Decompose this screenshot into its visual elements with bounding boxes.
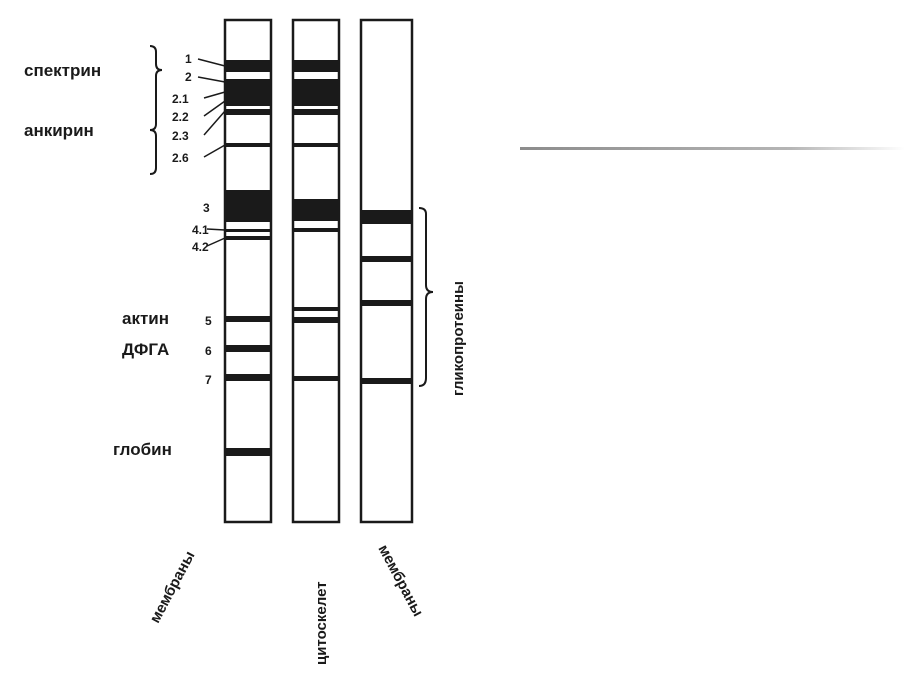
band-number-6: 6 <box>205 344 212 358</box>
band-glyco-1 <box>361 210 412 224</box>
label-actin: актин <box>122 309 169 328</box>
band-2-3 <box>293 109 339 115</box>
band-1 <box>293 60 339 72</box>
band-4-2 <box>225 236 271 240</box>
band-2-6 <box>225 143 271 147</box>
lane-outline <box>223 18 273 524</box>
lane-membranes-1 <box>223 18 273 524</box>
band-number-2-2: 2.2 <box>172 110 189 124</box>
lane-membranes-2 <box>359 18 414 524</box>
band-number-4-1: 4.1 <box>192 223 209 237</box>
label-spectrin: спектрин <box>24 61 101 80</box>
band-number-2-1: 2.1 <box>172 92 189 106</box>
band-4-1 <box>293 228 339 232</box>
band-actin-a <box>293 307 339 311</box>
band-2-3 <box>225 109 271 115</box>
band-2-group <box>293 79 339 106</box>
label-glycoproteins: гликопротеины <box>450 281 467 396</box>
lane-label-cytoskeleton: цитоскелет <box>313 581 330 665</box>
brace-spectrin <box>149 45 163 86</box>
band-3 <box>225 190 271 222</box>
band-1 <box>225 60 271 72</box>
band-2-group <box>225 79 271 106</box>
band-number-7: 7 <box>205 373 212 387</box>
band-number-4-2: 4.2 <box>192 240 209 254</box>
lane-label-membranes-2: мембраны <box>374 542 426 620</box>
band-7 <box>293 376 339 381</box>
band-number-5: 5 <box>205 314 212 328</box>
band-number-1: 1 <box>185 52 192 66</box>
label-ankyrin: анкирин <box>24 121 94 140</box>
band-number-2: 2 <box>185 70 192 84</box>
band-actin-b <box>293 317 339 323</box>
leader-lines <box>197 58 226 247</box>
band-glyco-2 <box>361 256 412 262</box>
label-gapdh: ДФГА <box>122 340 169 359</box>
brace-ankyrin <box>149 86 157 175</box>
lane-cytoskeleton <box>291 18 341 524</box>
band-2-6 <box>293 143 339 147</box>
band-4-1 <box>225 229 271 232</box>
lane-outline <box>291 18 341 524</box>
band-number-2-3: 2.3 <box>172 129 189 143</box>
band-glyco-4 <box>361 378 412 384</box>
brace-glycoproteins <box>418 207 434 387</box>
band-number-2-6: 2.6 <box>172 151 189 165</box>
band-number-3: 3 <box>203 201 210 215</box>
band-globin <box>225 448 271 456</box>
lane-label-membranes-1: мембраны <box>147 548 199 626</box>
label-globin: глобин <box>113 440 172 459</box>
lane-outline <box>359 18 414 524</box>
band-glyco-3 <box>361 300 412 306</box>
band-5 <box>225 316 271 322</box>
band-6 <box>225 345 271 352</box>
band-3 <box>293 199 339 221</box>
band-7 <box>225 374 271 381</box>
divider-line <box>520 147 905 150</box>
